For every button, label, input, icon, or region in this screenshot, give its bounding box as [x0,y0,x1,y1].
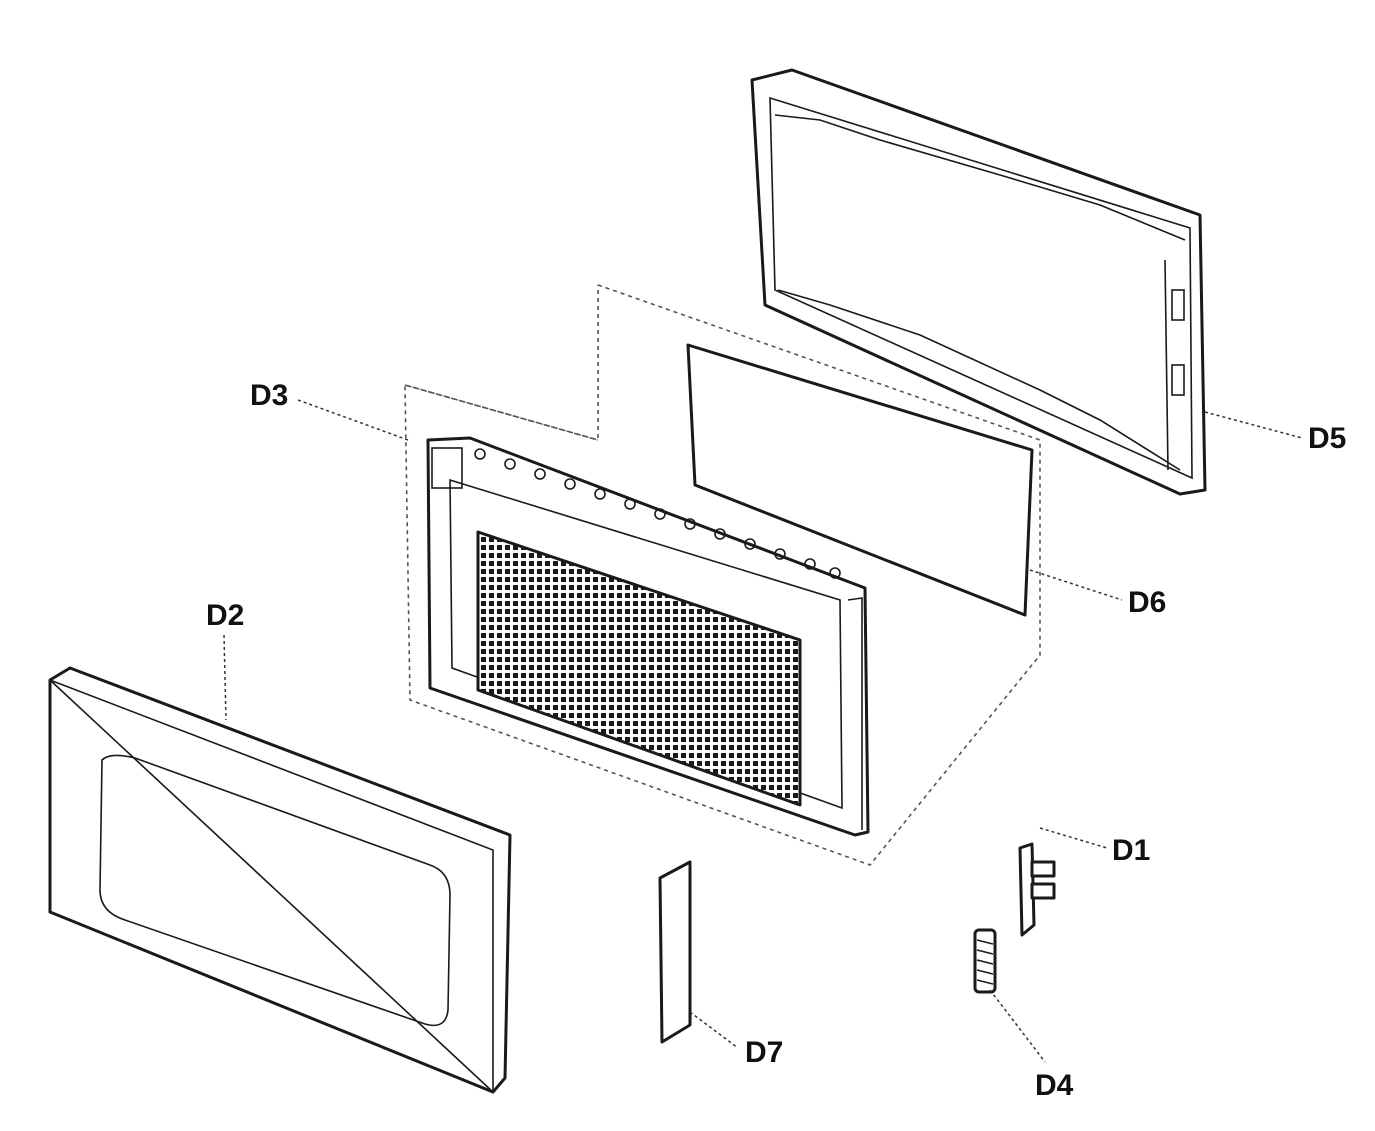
part-d1-latch [1018,842,1056,937]
part-d7-plate [658,860,692,1044]
label-d3: D3 [250,379,288,412]
label-d4: D4 [1035,1069,1074,1102]
part-d3-inner-panel [426,436,870,837]
label-d6: D6 [1128,586,1166,619]
top-rivet-row [474,448,841,579]
part-d5-door-frame [750,68,1207,496]
label-d5: D5 [1308,422,1346,455]
assembly-guide-lines [404,284,1041,866]
leader-lines [223,399,1303,1063]
part-d2-door-trim [48,666,512,1094]
part-d6-window-sheet [686,343,1034,617]
label-d2: D2 [206,599,244,632]
label-d1: D1 [1112,834,1150,867]
part-d4-spring [973,928,997,994]
label-d7: D7 [745,1036,783,1069]
